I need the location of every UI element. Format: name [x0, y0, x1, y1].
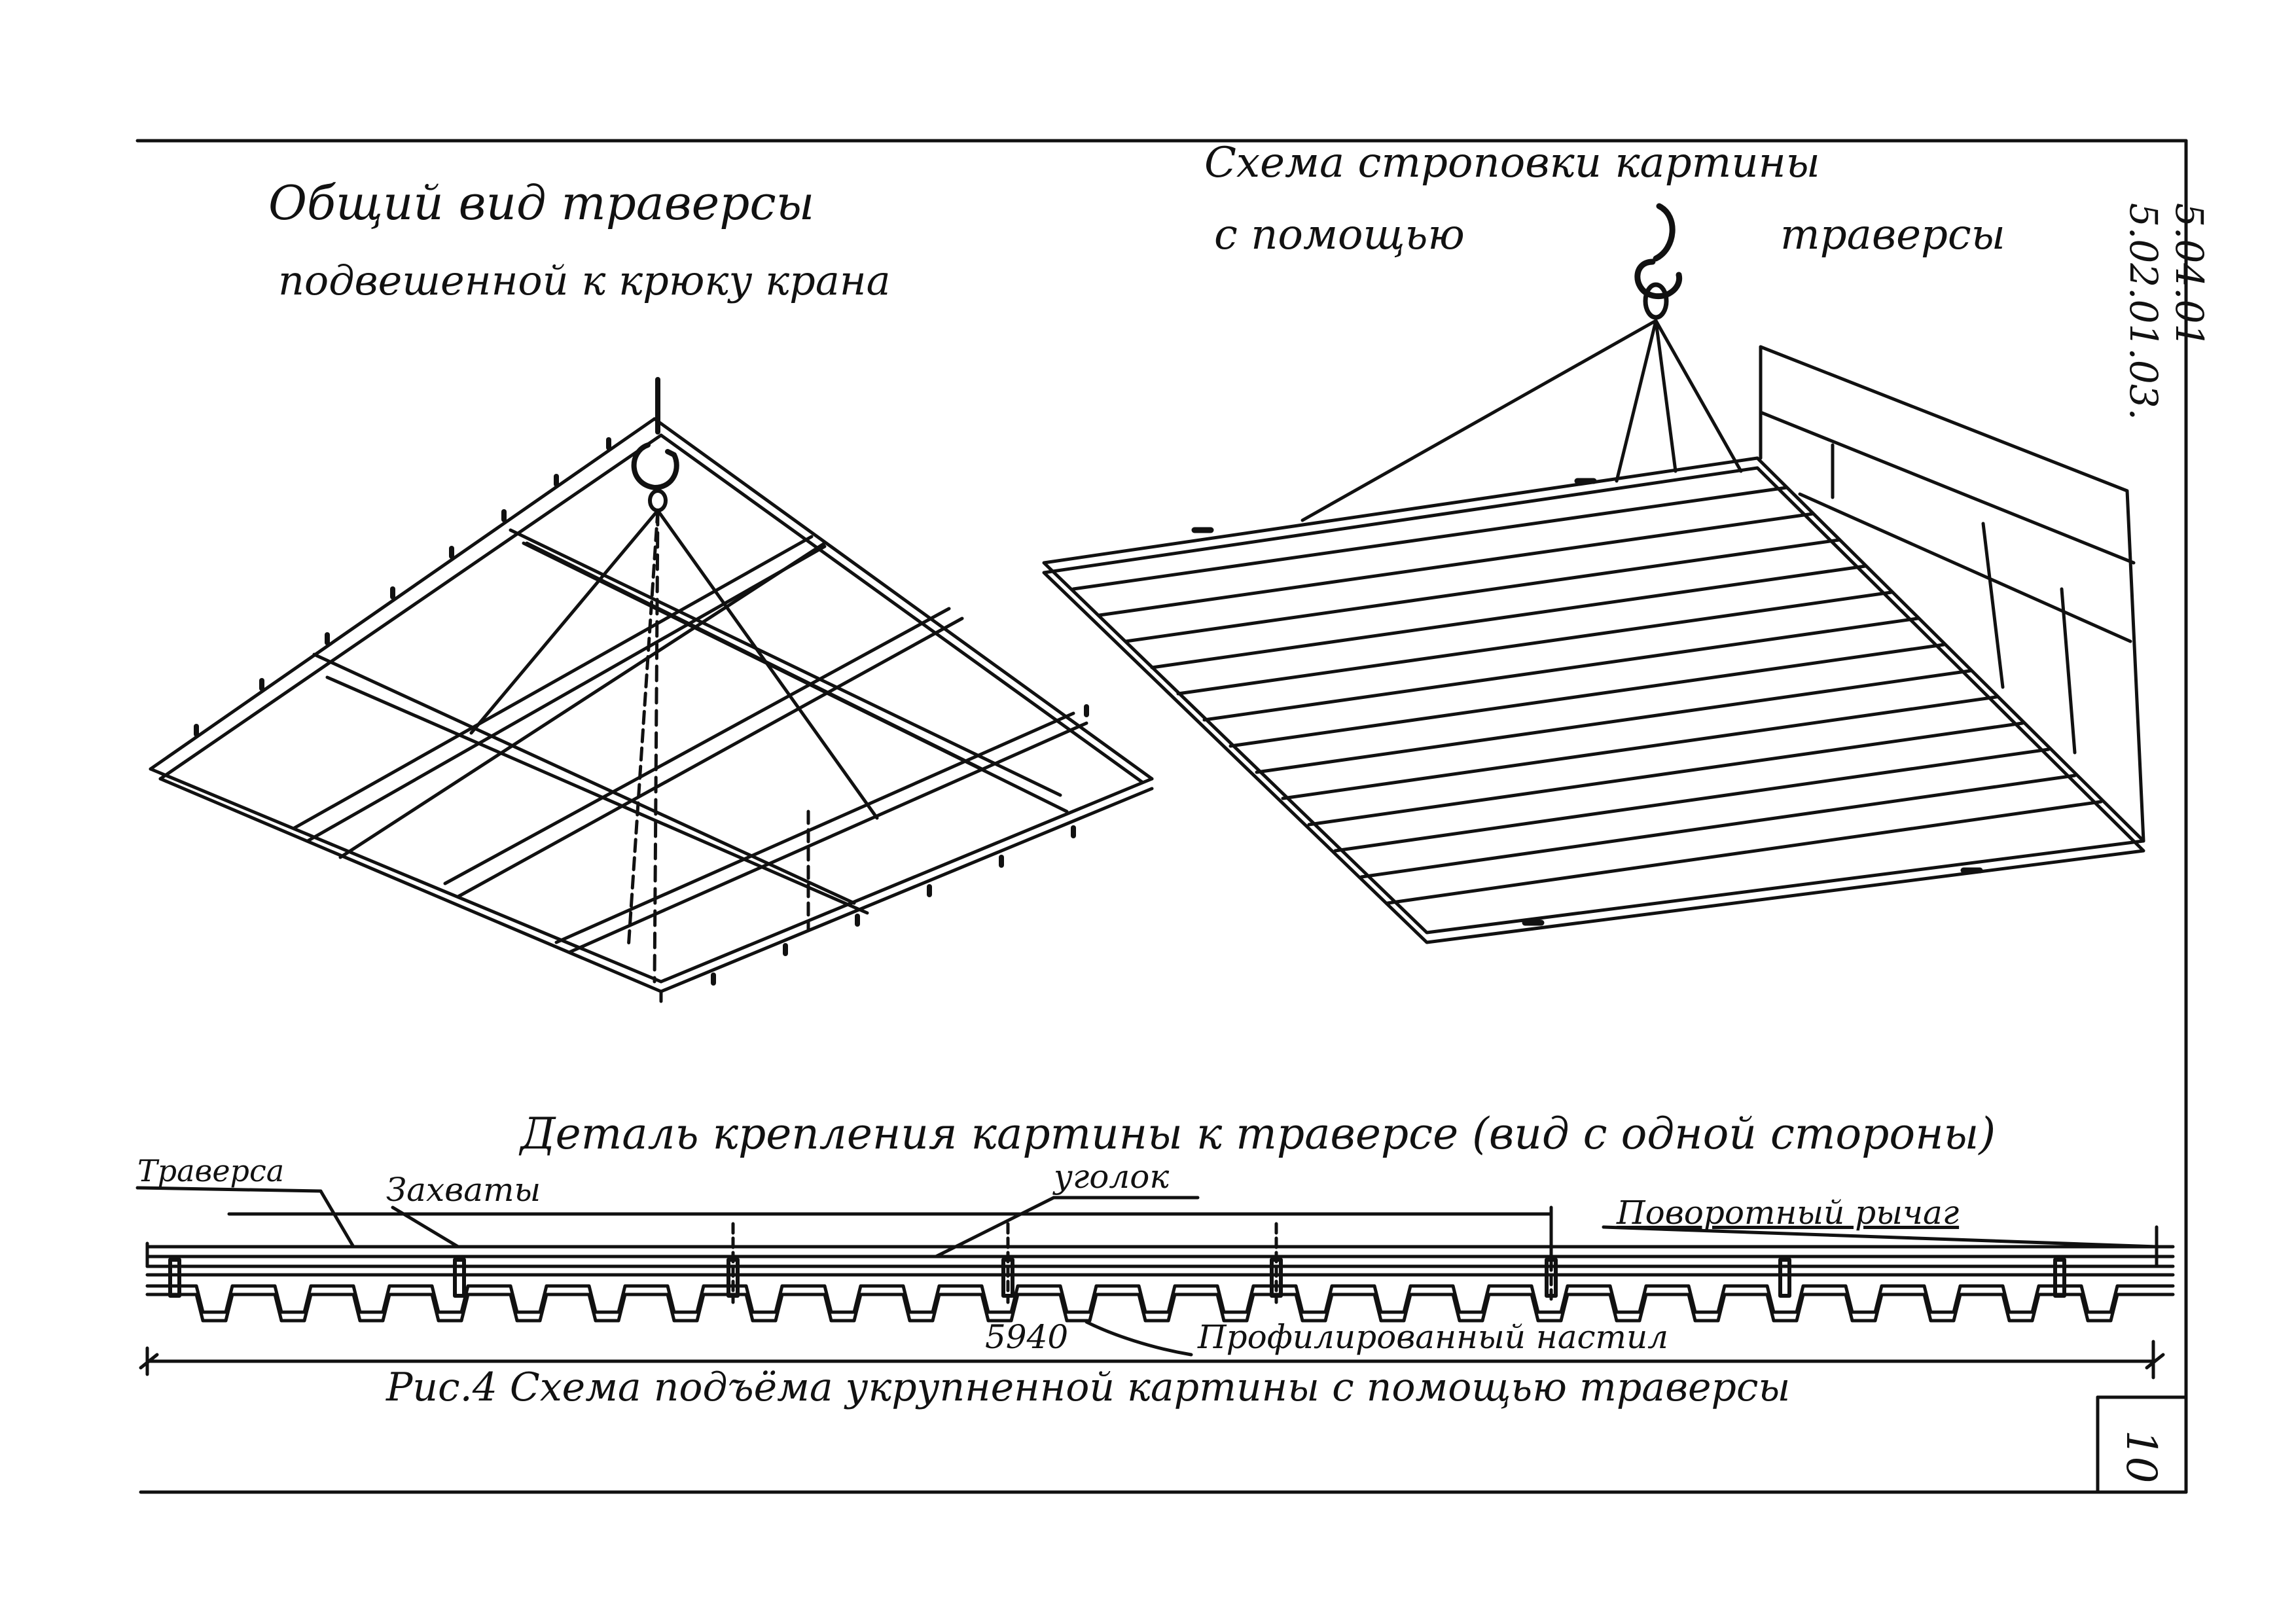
title-left-line2: подвешенной к крюку крана	[278, 257, 891, 304]
doc-code-line2: 5.02.01.03.	[2121, 203, 2166, 420]
title-right-line1: Схема строповки картины	[1204, 139, 1820, 187]
label-lever: Поворотный рычаг	[1616, 1194, 1959, 1232]
title-right-line2a: с помощью	[1214, 211, 1465, 259]
label-zakhvaty: Захваты	[386, 1171, 541, 1209]
sheet-frame	[135, 139, 2188, 1494]
doc-code-line1: 5.04.01	[2167, 203, 2212, 348]
figure-caption: Рис.4 Схема подъёма укрупненной картины …	[386, 1364, 1790, 1410]
label-sheet: Профилированный настил	[1197, 1318, 1668, 1356]
detail-title: Деталь крепления картины к траверсе (вид…	[518, 1109, 1996, 1159]
label-traversa: Траверса	[137, 1153, 284, 1188]
page-number-box	[2096, 1395, 2188, 1494]
label-ugolok: уголок	[1052, 1158, 1169, 1196]
detail-drawing	[135, 1186, 2175, 1380]
dimension-value: 5940	[985, 1318, 1068, 1356]
sling-scheme-drawing	[1042, 203, 2145, 944]
page-number: 10	[2117, 1430, 2165, 1483]
traverse-frame-drawing	[149, 377, 1154, 1003]
title-right-line2b: траверсы	[1780, 211, 2005, 259]
title-left-line1: Общий вид траверсы	[268, 175, 814, 230]
